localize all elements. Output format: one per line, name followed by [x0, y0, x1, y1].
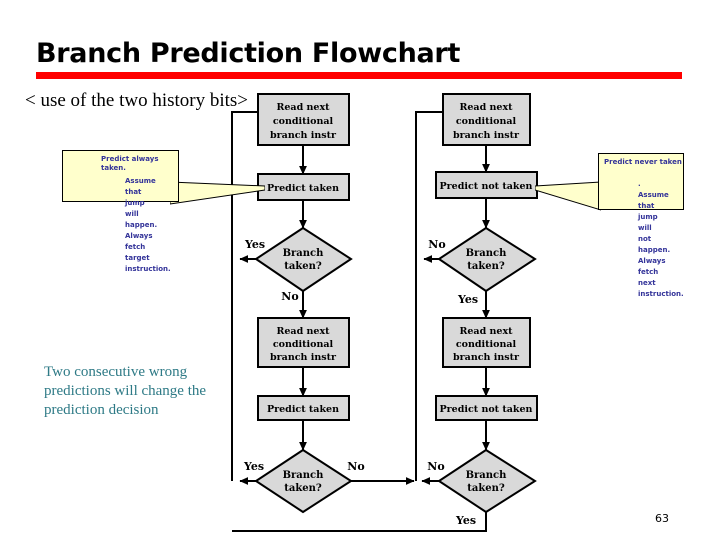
node-label: Predict not taken — [440, 181, 533, 192]
node-label: taken? — [284, 261, 322, 272]
bottom-return-loop — [232, 512, 487, 532]
node-label: branch instr — [270, 352, 337, 363]
node-label: branch instr — [270, 130, 337, 141]
node-label: Branch — [283, 470, 325, 481]
callout-heading: Predict never taken — [604, 158, 682, 166]
node-L1-read: Read next conditional branch instr — [257, 93, 350, 146]
edge-label-R1-no: No — [428, 238, 445, 251]
node-label: conditional — [273, 116, 334, 127]
title-underline-rule — [36, 72, 682, 79]
node-L2-read: Read next conditional branch instr — [257, 317, 350, 368]
node-label: taken? — [467, 261, 505, 272]
edge-label-R2-no: No — [427, 460, 444, 473]
edge-label-R2-yes: Yes — [455, 514, 476, 527]
node-R1-predict: Predict not taken — [435, 171, 538, 199]
edge-label-L1-yes: Yes — [244, 238, 265, 251]
page-number: 63 — [655, 512, 669, 525]
node-label: Predict taken — [267, 183, 339, 194]
callout-predict-always-taken: Predict always taken. Assume that jump w… — [62, 150, 179, 273]
node-label: Read next — [459, 102, 513, 113]
node-R1-branch: Branch taken? — [437, 226, 537, 293]
node-label: conditional — [456, 116, 517, 127]
node-L2-predict: Predict taken — [257, 395, 350, 421]
node-label: conditional — [456, 339, 517, 350]
prediction-note: Two consecutive wrong predictions will c… — [44, 364, 207, 418]
node-label: Read next — [276, 326, 330, 337]
node-label: Read next — [459, 326, 513, 337]
callout-body: . Assume that jump will not happen. Alwa… — [638, 180, 684, 298]
node-R2-branch: Branch taken? — [437, 448, 537, 514]
callout-right-leader — [535, 181, 601, 211]
edge-label-R1-yes: Yes — [457, 293, 478, 306]
node-label: taken? — [467, 483, 505, 494]
node-label: branch instr — [453, 130, 520, 141]
callout-body: Assume that jump will happen. Always fet… — [125, 177, 171, 273]
node-L1-branch: Branch taken? — [254, 226, 353, 293]
left-return-rail — [231, 111, 271, 481]
node-R2-read: Read next conditional branch instr — [442, 317, 531, 368]
callout-heading: Predict always taken. — [101, 155, 159, 172]
node-R1-read: Read next conditional branch instr — [442, 93, 531, 146]
node-label: conditional — [273, 339, 334, 350]
slide-subtitle: < use of the two history bits> — [25, 90, 249, 111]
node-label: Branch — [466, 470, 508, 481]
page-title: Branch Prediction Flowchart — [36, 38, 461, 69]
right-return-rail — [415, 111, 454, 481]
node-label: taken? — [284, 483, 322, 494]
node-label: Predict not taken — [440, 404, 533, 415]
edge-label-L2-no: No — [347, 460, 364, 473]
edge-label-L2-yes: Yes — [243, 460, 264, 473]
callout-left-leader — [170, 181, 265, 205]
node-label: Read next — [276, 102, 330, 113]
node-label: branch instr — [453, 352, 520, 363]
node-label: Branch — [466, 248, 508, 259]
callout-predict-never-taken: Predict never taken . Assume that jump w… — [598, 153, 684, 298]
node-label: Predict taken — [267, 404, 339, 415]
node-L1-predict: Predict taken — [257, 173, 350, 201]
node-L2-branch: Branch taken? — [254, 448, 353, 514]
node-label: Branch — [283, 248, 325, 259]
edge-label-L1-no: No — [281, 290, 298, 303]
node-R2-predict: Predict not taken — [435, 395, 538, 421]
